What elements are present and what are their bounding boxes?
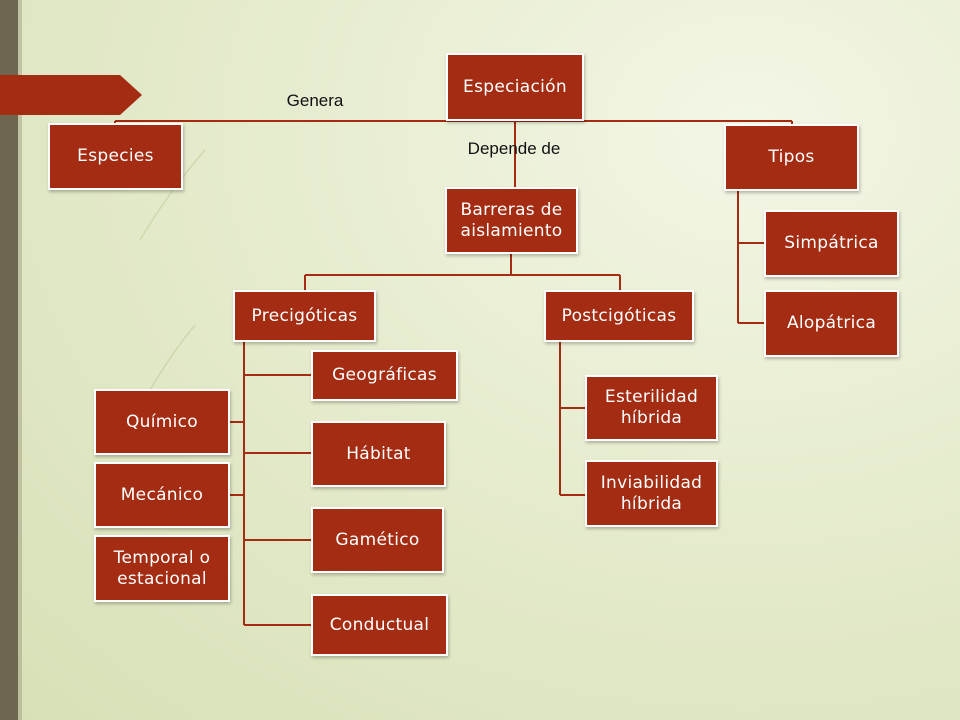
node-simpatrica: Simpátrica bbox=[764, 210, 899, 277]
title-arrow-icon bbox=[0, 75, 142, 115]
node-especies: Especies bbox=[48, 123, 183, 190]
node-especiacion: Especiación bbox=[446, 53, 584, 121]
node-temporal: Temporal o estacional bbox=[94, 535, 230, 602]
node-inviabilidad: Inviabilidad híbrida bbox=[585, 460, 718, 527]
label-genera: Genera bbox=[286, 91, 344, 110]
node-mecanico: Mecánico bbox=[94, 462, 230, 528]
node-tipos: Tipos bbox=[724, 124, 859, 191]
node-conductual: Conductual bbox=[311, 594, 448, 656]
node-habitat: Hábitat bbox=[311, 421, 446, 487]
label-depende-de: Depende de bbox=[467, 139, 561, 158]
left-accent-stripe bbox=[18, 0, 22, 720]
node-alopatrica: Alopátrica bbox=[764, 290, 899, 357]
node-geograficas: Geográficas bbox=[311, 350, 458, 401]
node-precigoticas: Precigóticas bbox=[233, 290, 376, 342]
node-gametico: Gamético bbox=[311, 507, 444, 573]
node-barreras: Barreras de aislamiento bbox=[445, 187, 578, 254]
left-accent-bar bbox=[0, 0, 18, 720]
node-postcigoticas: Postcigóticas bbox=[544, 290, 694, 342]
node-quimico: Químico bbox=[94, 389, 230, 455]
node-esterilidad: Esterilidad híbrida bbox=[585, 375, 718, 441]
